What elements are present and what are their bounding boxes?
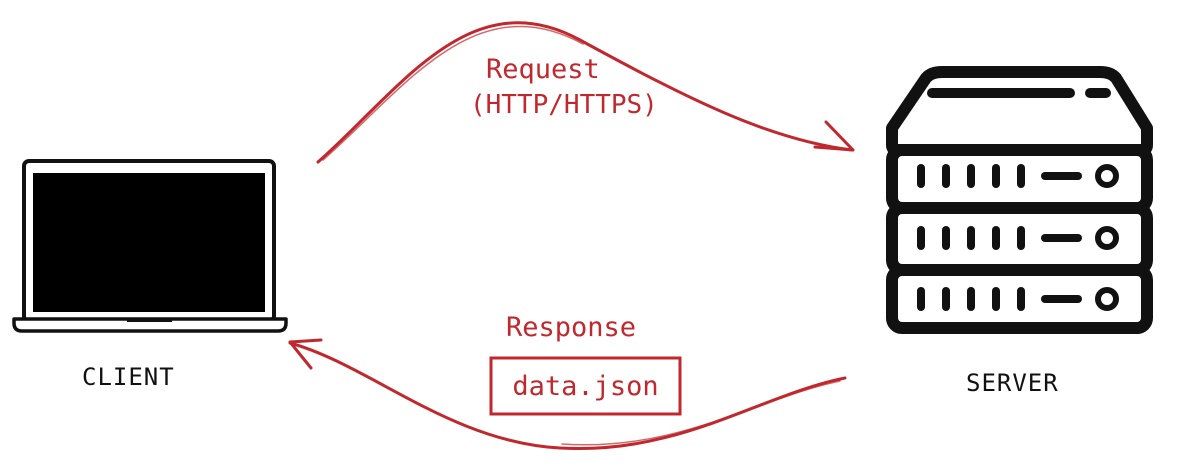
server-rack-icon xyxy=(886,66,1153,334)
response-payload-label: data.json xyxy=(512,370,659,402)
client-label: CLIENT xyxy=(82,363,175,391)
response-arrow xyxy=(288,338,847,451)
payload-box xyxy=(489,356,682,416)
response-label: Response xyxy=(506,312,637,343)
server-label: SERVER xyxy=(966,369,1059,397)
laptop-icon xyxy=(12,159,288,333)
request-arrow xyxy=(316,21,855,164)
request-label: Request xyxy=(486,54,600,85)
request-protocol-label: (HTTP/HTTPS) xyxy=(470,90,658,120)
